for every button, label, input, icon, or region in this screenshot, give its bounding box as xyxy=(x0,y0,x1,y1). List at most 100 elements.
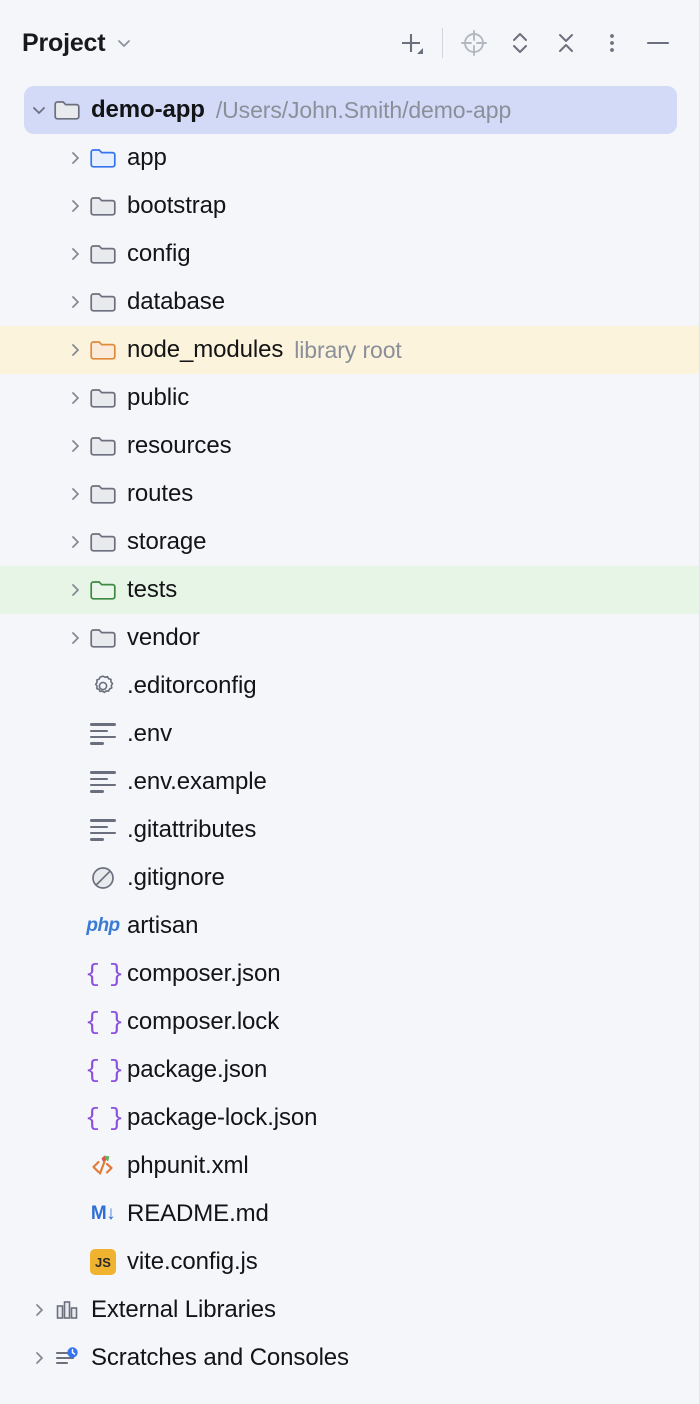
twisty-collapsed[interactable] xyxy=(62,518,88,566)
node-label: .editorconfig xyxy=(127,672,257,699)
twisty-collapsed[interactable] xyxy=(26,1286,52,1334)
tree-row-app[interactable]: app xyxy=(0,134,699,182)
node-label: .env xyxy=(127,720,172,747)
tree-row-resources[interactable]: resources xyxy=(0,422,699,470)
node-label: public xyxy=(127,384,190,411)
tree-row-config[interactable]: config xyxy=(0,230,699,278)
vertical-ellipsis-icon xyxy=(610,34,614,52)
tree-row-scratches-and-consoles[interactable]: Scratches and Consoles xyxy=(0,1334,699,1382)
project-title-dropdown[interactable]: Project xyxy=(22,29,133,58)
collapse-all-icon xyxy=(559,34,573,52)
twisty-spacer xyxy=(62,710,88,758)
tree-row-demo-app[interactable]: demo-app/Users/John.Smith/demo-app xyxy=(0,86,699,134)
tree-row-tests[interactable]: tests xyxy=(0,566,699,614)
tree-row-database[interactable]: database xyxy=(0,278,699,326)
folder-icon xyxy=(90,389,116,408)
tree-row-external-libraries[interactable]: External Libraries xyxy=(0,1286,699,1334)
node-label: .gitignore xyxy=(127,864,225,891)
twisty-spacer xyxy=(62,1238,88,1286)
twisty-spacer xyxy=(62,1190,88,1238)
folder-icon xyxy=(90,245,116,264)
folder-icon xyxy=(90,629,116,648)
tree-row-vendor[interactable]: vendor xyxy=(0,614,699,662)
node-label: package-lock.json xyxy=(127,1104,318,1131)
tree-row-storage[interactable]: storage xyxy=(0,518,699,566)
expand-collapse-button[interactable] xyxy=(497,20,543,66)
folder-icon xyxy=(90,197,116,216)
crosshair-target-icon xyxy=(461,30,487,56)
node-label: vite.config.js xyxy=(127,1248,258,1275)
libraries-icon xyxy=(56,1301,78,1319)
select-opened-file-button[interactable] xyxy=(451,20,497,66)
node-label: README.md xyxy=(127,1200,269,1227)
tree-row-package-lock-json[interactable]: { }package-lock.json xyxy=(0,1094,699,1142)
node-icon: { } xyxy=(85,1103,124,1133)
tree-row-composer-lock[interactable]: { }composer.lock xyxy=(0,998,699,1046)
folder-icon xyxy=(54,101,80,120)
node-icon xyxy=(88,767,118,797)
twisty-expanded[interactable] xyxy=(26,86,52,134)
tree-row-readme-md[interactable]: M↓ README.md xyxy=(0,1190,699,1238)
twisty-collapsed[interactable] xyxy=(62,134,88,182)
tree-row-routes[interactable]: routes xyxy=(0,470,699,518)
new-item-button[interactable] xyxy=(388,20,434,66)
twisty-collapsed[interactable] xyxy=(62,566,88,614)
tree-row-gitignore[interactable]: .gitignore xyxy=(0,854,699,902)
chevron-right-icon xyxy=(36,1304,43,1316)
node-icon: JS xyxy=(88,1247,118,1277)
hide-tool-window-button[interactable] xyxy=(635,20,681,66)
more-options-button[interactable] xyxy=(589,20,635,66)
twisty-collapsed[interactable] xyxy=(62,326,88,374)
node-icon xyxy=(88,623,118,653)
tree-row-phpunit-xml[interactable]: phpunit.xml xyxy=(0,1142,699,1190)
tree-row-env-example[interactable]: .env.example xyxy=(0,758,699,806)
node-label: node_modules xyxy=(127,336,284,363)
twisty-spacer xyxy=(62,854,88,902)
twisty-collapsed[interactable] xyxy=(62,278,88,326)
chevron-right-icon xyxy=(72,296,79,308)
node-icon: { } xyxy=(85,1055,124,1085)
node-label: .env.example xyxy=(127,768,267,795)
node-label: package.json xyxy=(127,1056,268,1083)
twisty-collapsed[interactable] xyxy=(62,374,88,422)
plus-with-dropdown-icon xyxy=(402,34,423,54)
tree-row-package-json[interactable]: { }package.json xyxy=(0,1046,699,1094)
node-icon: M↓ xyxy=(88,1199,118,1229)
tree-row-env[interactable]: .env xyxy=(0,710,699,758)
node-label: Scratches and Consoles xyxy=(91,1344,349,1371)
folder-icon xyxy=(90,581,116,600)
json-file-icon: { } xyxy=(85,1055,124,1085)
node-icon xyxy=(88,191,118,221)
twisty-spacer xyxy=(62,1142,88,1190)
tree-row-composer-json[interactable]: { }composer.json xyxy=(0,950,699,998)
tree-row-bootstrap[interactable]: bootstrap xyxy=(0,182,699,230)
twisty-collapsed[interactable] xyxy=(62,470,88,518)
json-file-icon: { } xyxy=(85,1103,124,1133)
node-icon xyxy=(88,863,118,893)
twisty-collapsed[interactable] xyxy=(26,1334,52,1382)
twisty-collapsed[interactable] xyxy=(62,230,88,278)
twisty-collapsed[interactable] xyxy=(62,422,88,470)
node-icon xyxy=(52,95,82,125)
node-icon xyxy=(88,527,118,557)
node-icon xyxy=(88,287,118,317)
tree-row-public[interactable]: public xyxy=(0,374,699,422)
tree-row-gitattributes[interactable]: .gitattributes xyxy=(0,806,699,854)
twisty-collapsed[interactable] xyxy=(62,614,88,662)
tree-row-vite-config-js[interactable]: JS vite.config.js xyxy=(0,1238,699,1286)
node-label: composer.lock xyxy=(127,1008,280,1035)
chevron-right-icon xyxy=(72,632,79,644)
chevron-right-icon xyxy=(72,152,79,164)
node-icon xyxy=(88,719,118,749)
text-lines-icon xyxy=(90,771,116,793)
tree-row-editorconfig[interactable]: .editorconfig xyxy=(0,662,699,710)
chevron-right-icon xyxy=(72,392,79,404)
twisty-collapsed[interactable] xyxy=(62,182,88,230)
node-icon xyxy=(88,143,118,173)
node-secondary-label: /Users/John.Smith/demo-app xyxy=(215,96,512,123)
collapse-all-button[interactable] xyxy=(543,20,589,66)
